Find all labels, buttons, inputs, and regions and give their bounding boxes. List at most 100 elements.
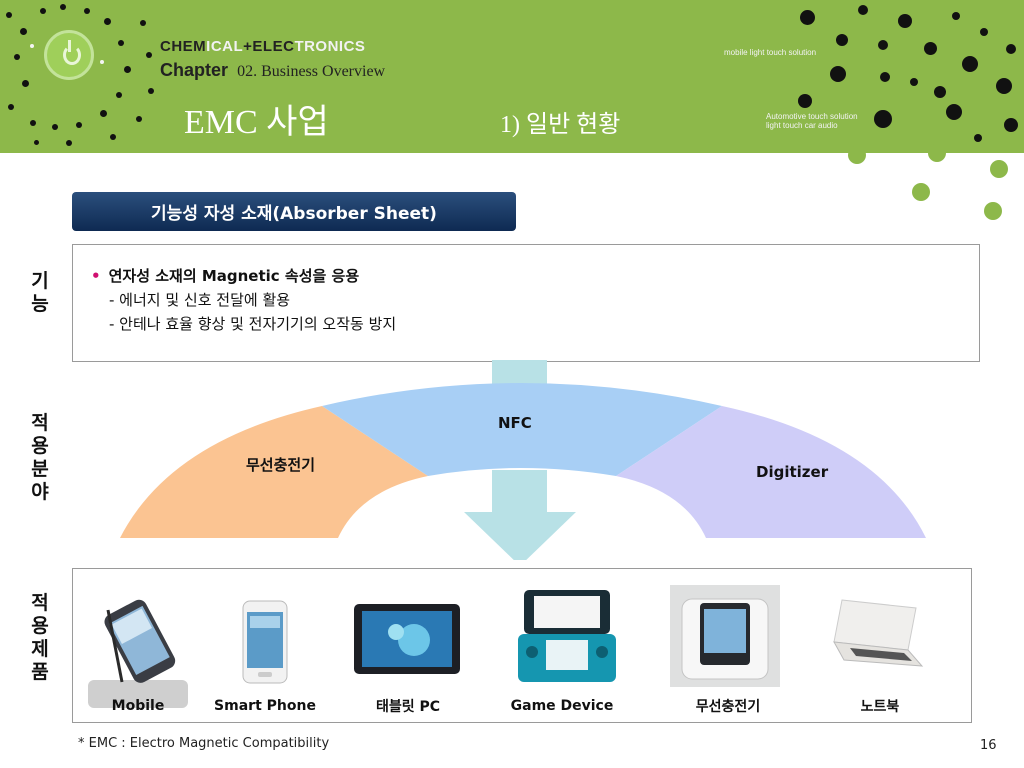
decor-dot	[990, 160, 1008, 178]
page-number: 16	[980, 738, 997, 753]
decor-dot	[34, 140, 39, 145]
products-side-label: 적 용 제 품	[28, 592, 52, 684]
decor-dot	[952, 12, 960, 20]
phablet-pen-image	[88, 599, 188, 708]
side-label-char: 적	[31, 592, 49, 614]
decor-dot	[6, 12, 12, 18]
side-label-char: 기	[31, 270, 49, 292]
application-diagram	[120, 360, 926, 560]
header-band: CHEMICAL+ELECTRONICS Chapter 02. Busines…	[0, 0, 1024, 153]
decor-dot	[14, 54, 20, 60]
function-side-label: 기 능	[28, 270, 52, 316]
decor-dot	[146, 52, 152, 58]
product-label: Smart Phone	[214, 698, 316, 714]
page-title: EMC 사업	[184, 104, 329, 141]
side-label-char: 적	[31, 412, 49, 434]
tablet-image	[354, 604, 460, 674]
wireless-charging-segment	[120, 406, 428, 538]
section-title: 기능성 자성 소재(Absorber Sheet)	[72, 192, 516, 231]
tagline-bottom: Automotive touch solution light touch ca…	[766, 112, 858, 130]
decor-dot	[996, 78, 1012, 94]
function-bullet-text: 연자성 소재의 Magnetic 속성을 응용	[108, 267, 360, 285]
function-line: - 안테나 효율 향상 및 전자기기의 오작동 방지	[109, 315, 397, 333]
product-label: Mobile	[111, 698, 165, 714]
decor-dot	[912, 183, 930, 201]
decor-dot	[934, 86, 946, 98]
bullet-dot-icon: •	[91, 267, 101, 285]
decor-dot	[148, 88, 154, 94]
smartphone-image	[242, 600, 288, 684]
side-label-char: 제	[31, 638, 49, 660]
tagline-bottom-line1: Automotive touch solution	[766, 112, 858, 121]
product-label: 무선충전기	[695, 699, 761, 715]
decor-dot	[898, 14, 912, 28]
decor-dot	[962, 56, 978, 72]
brand-logo: CHEMICAL+ELECTRONICS	[160, 38, 366, 55]
decor-dot	[40, 8, 46, 14]
decor-dot	[76, 122, 82, 128]
product-label: Game Device	[510, 698, 614, 714]
decor-dot	[980, 28, 988, 36]
decor-dot	[100, 110, 107, 117]
connector-bar	[492, 360, 547, 384]
wireless-charger-image	[670, 585, 780, 687]
decor-dot	[84, 8, 90, 14]
decor-dot	[830, 66, 846, 82]
decor-dot	[104, 18, 111, 25]
side-label-char: 품	[31, 661, 49, 683]
footnote: * EMC : Electro Magnetic Compatibility	[78, 736, 330, 751]
page-subtitle: 1) 일반 현황	[500, 112, 621, 138]
decor-dot	[836, 34, 848, 46]
decor-dot	[878, 40, 888, 50]
digitizer-segment	[616, 406, 926, 538]
decor-dot	[136, 116, 142, 122]
side-label-char: 용	[31, 615, 49, 637]
decor-dot	[30, 44, 34, 48]
side-label-char: 분	[31, 458, 49, 480]
decor-dot	[848, 146, 866, 164]
decor-dot	[118, 40, 124, 46]
segment-label-nfc: NFC	[498, 414, 532, 432]
tagline-top: mobile light touch solution	[724, 48, 817, 57]
chapter-word: Chapter	[160, 60, 229, 80]
chapter-line: Chapter 02. Business Overview	[160, 60, 385, 81]
decor-dot	[798, 94, 812, 108]
product-label: 노트북	[860, 699, 900, 715]
function-bullet: • 연자성 소재의 Magnetic 속성을 응용	[91, 265, 359, 286]
decor-dot	[910, 78, 918, 86]
decor-dot	[30, 120, 36, 126]
decor-dot	[100, 60, 104, 64]
decor-dot	[116, 92, 122, 98]
decor-dot	[8, 104, 14, 110]
decor-dot	[60, 4, 66, 10]
decor-dot	[800, 10, 815, 25]
segment-label-digitizer: Digitizer	[756, 463, 829, 481]
chapter-text: 02. Business Overview	[237, 63, 386, 80]
segment-label-wireless: 무선충전기	[246, 456, 316, 474]
decor-dot	[1006, 44, 1016, 54]
decor-dot	[858, 5, 868, 15]
laptop-image	[833, 599, 924, 667]
nfc-segment	[322, 383, 722, 476]
tagline-bottom-line2: light touch car audio	[766, 121, 838, 130]
decor-dot	[880, 72, 890, 82]
product-label: 태블릿 PC	[375, 699, 441, 715]
decor-dot	[52, 124, 58, 130]
down-arrow-icon	[464, 470, 576, 560]
decor-dot	[924, 42, 937, 55]
decor-dot	[984, 202, 1002, 220]
function-line: - 에너지 및 신호 전달에 활용	[109, 291, 291, 309]
side-label-char: 용	[31, 435, 49, 457]
side-label-char: 능	[31, 293, 49, 315]
handheld-console-image	[518, 590, 616, 682]
application-side-label: 적 용 분 야	[28, 412, 52, 504]
decor-dot	[1004, 118, 1018, 132]
decor-dot	[874, 110, 892, 128]
decor-dot	[66, 140, 72, 146]
decor-dot	[946, 104, 962, 120]
decor-dot	[974, 134, 982, 142]
decor-dot	[20, 28, 27, 35]
decor-dot	[124, 66, 131, 73]
decor-dot	[110, 134, 116, 140]
decor-dot	[140, 20, 146, 26]
